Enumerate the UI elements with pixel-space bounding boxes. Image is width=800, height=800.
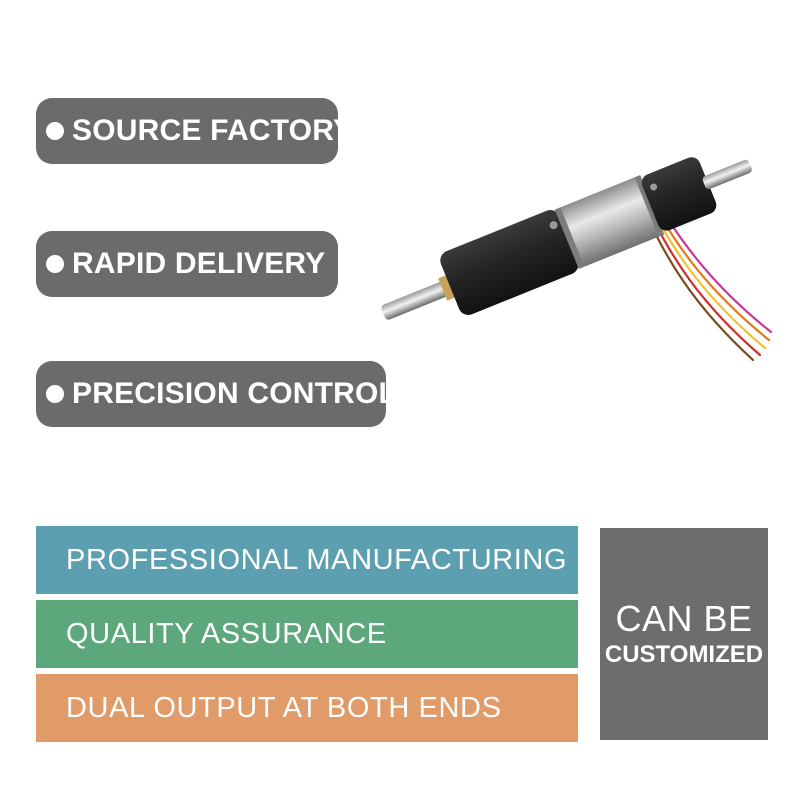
feature-bar-label: PROFESSIONAL MANUFACTURING <box>66 543 568 576</box>
badge-source-factory: SOURCE FACTORY <box>36 98 353 164</box>
badge-label: PRECISION CONTROL <box>72 377 398 410</box>
customization-box: CAN BE CUSTOMIZED <box>600 528 768 740</box>
badge-rapid-delivery: RAPID DELIVERY <box>36 231 338 297</box>
bullet-dot-icon <box>46 385 64 403</box>
customization-line-2: CUSTOMIZED <box>604 641 764 669</box>
badge-label: SOURCE FACTORY <box>72 114 354 147</box>
customization-line-1: CAN BE <box>615 597 753 639</box>
badge-precision-control: PRECISION CONTROL <box>36 361 397 427</box>
bullet-dot-icon <box>46 122 64 140</box>
feature-bar-dual-output: DUAL OUTPUT AT BOTH ENDS <box>36 674 578 742</box>
bullet-dot-icon <box>46 255 64 273</box>
badge-label: RAPID DELIVERY <box>72 247 326 280</box>
feature-bar-quality-assurance: QUALITY ASSURANCE <box>36 600 578 668</box>
feature-bar-label: DUAL OUTPUT AT BOTH ENDS <box>66 691 502 724</box>
feature-bar-label: QUALITY ASSURANCE <box>66 617 387 650</box>
feature-bar-professional-manufacturing: PROFESSIONAL MANUFACTURING <box>36 526 578 594</box>
dual-shaft-motor-icon <box>381 157 773 362</box>
